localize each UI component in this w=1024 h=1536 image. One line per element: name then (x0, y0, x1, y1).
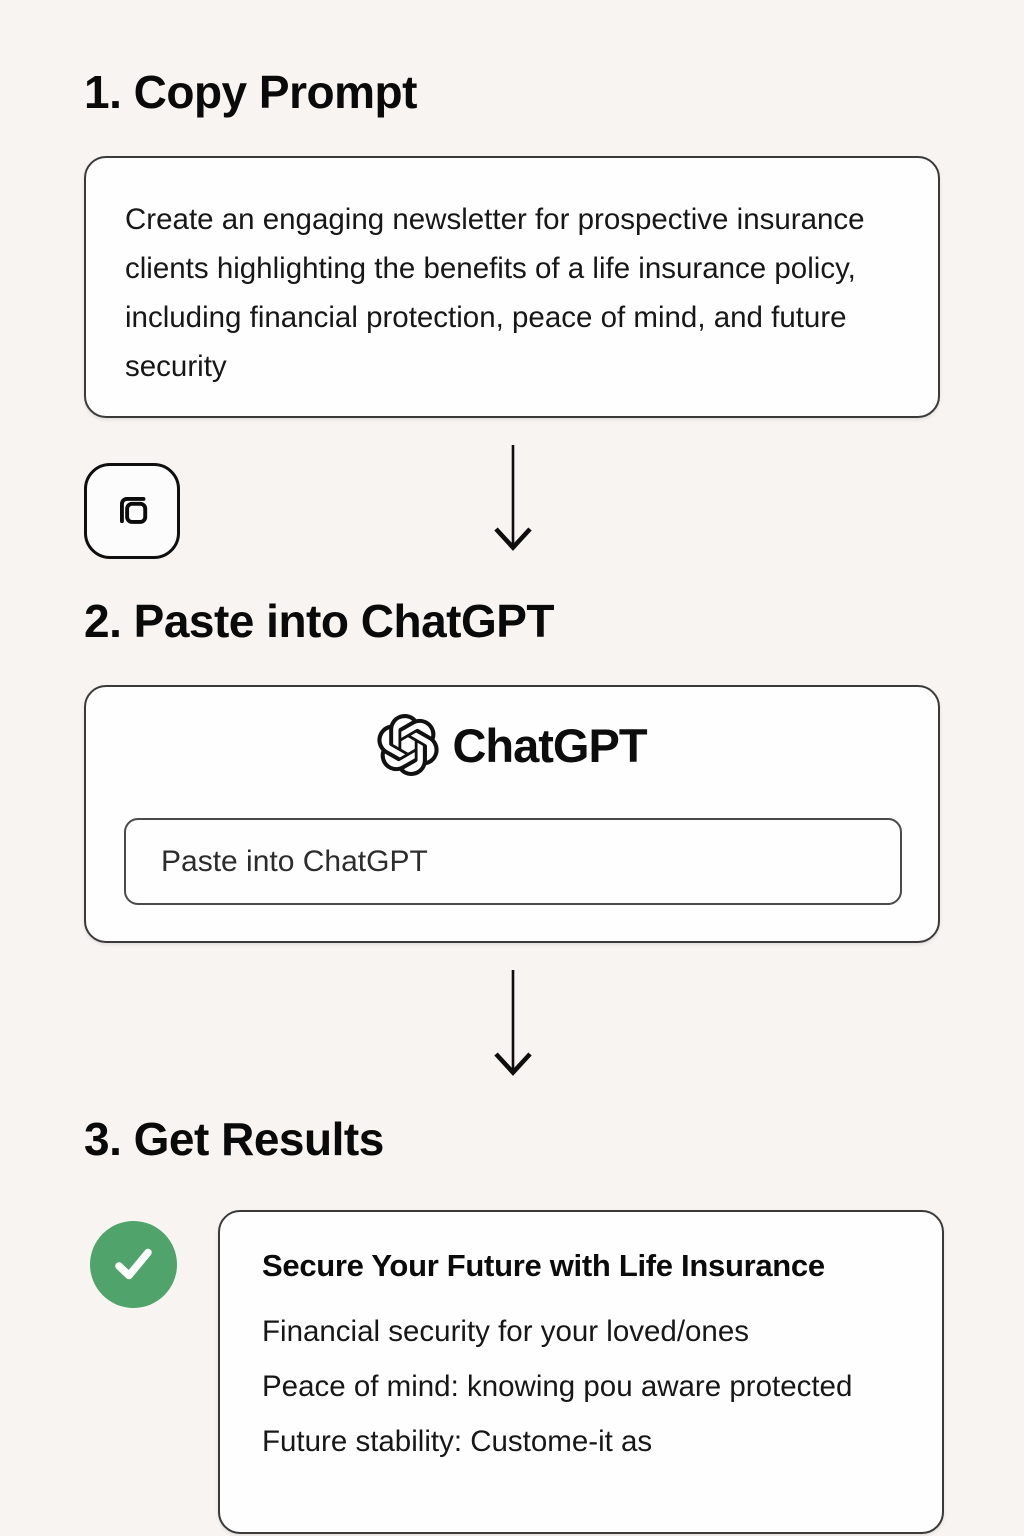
openai-logo-icon (377, 714, 439, 776)
result-line: Financial security for your loved/ones (262, 1315, 749, 1348)
chatgpt-card: ChatGPT (84, 685, 940, 943)
result-line: Future stability: Custome-it as (262, 1425, 653, 1458)
prompt-text: Create an engaging newsletter for prospe… (125, 203, 865, 383)
check-icon (106, 1237, 162, 1293)
prompt-card: Create an engaging newsletter for prospe… (84, 156, 940, 418)
down-arrow-icon (484, 968, 542, 1082)
result-line: Peace of mind: knowing pou aware protect… (262, 1370, 853, 1403)
chatgpt-logo-text: ChatGPT (452, 718, 647, 772)
results-card: Secure Your Future with Life Insurance F… (218, 1210, 944, 1534)
copy-icon (109, 488, 155, 534)
step1-heading: 1. Copy Prompt (84, 66, 417, 118)
copy-prompt-button[interactable] (84, 463, 180, 559)
chatgpt-input[interactable] (124, 818, 902, 905)
success-badge (90, 1221, 177, 1308)
step3-heading: 3. Get Results (84, 1113, 384, 1165)
step2-heading: 2. Paste into ChatGPT (84, 595, 555, 647)
down-arrow-icon (484, 443, 542, 557)
result-title: Secure Your Future with Life Insurance (262, 1248, 825, 1283)
chatgpt-logo: ChatGPT (86, 714, 938, 776)
